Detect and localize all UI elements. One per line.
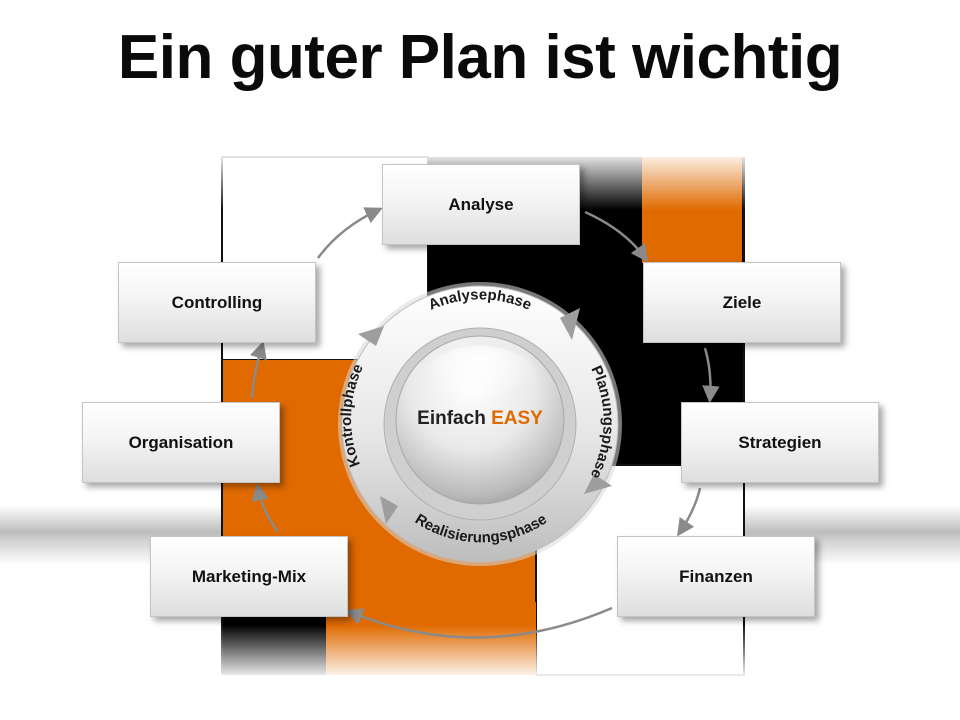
arrow-finanzen-to-marketing [345, 606, 613, 639]
center-label: Einfach EASY [395, 408, 565, 430]
center-label-highlight: EASY [491, 408, 543, 429]
step-box-strategien[interactable]: Strategien [681, 402, 879, 483]
step-box-analyse[interactable]: Analyse [382, 164, 580, 245]
center-sphere [395, 335, 565, 505]
arrow-analyse-to-ziele [584, 210, 649, 263]
slide-title: Ein guter Plan ist wichtig [117, 23, 843, 92]
step-box-finanzen[interactable]: Finanzen [617, 536, 815, 617]
arrow-organisation-to-controlling [250, 340, 267, 399]
arrow-marketing-to-organisation [251, 482, 280, 533]
step-box-controlling[interactable]: Controlling [118, 262, 316, 343]
ring-separator-2 [584, 474, 612, 494]
cycle-arrows [250, 207, 720, 639]
step-box-ziele[interactable]: Ziele [643, 262, 841, 343]
ring-separator-3 [380, 496, 398, 524]
step-box-organisation[interactable]: Organisation [82, 402, 280, 483]
center-label-prefix: Einfach [417, 408, 486, 429]
arrow-ziele-to-strategien [702, 347, 720, 404]
ring-separator-4 [358, 326, 384, 346]
ring-separator-1 [560, 308, 580, 340]
arrow-controlling-to-analyse [316, 207, 383, 259]
arrow-strategien-to-finanzen [677, 487, 702, 537]
step-box-marketing-mix[interactable]: Marketing-Mix [150, 536, 348, 617]
